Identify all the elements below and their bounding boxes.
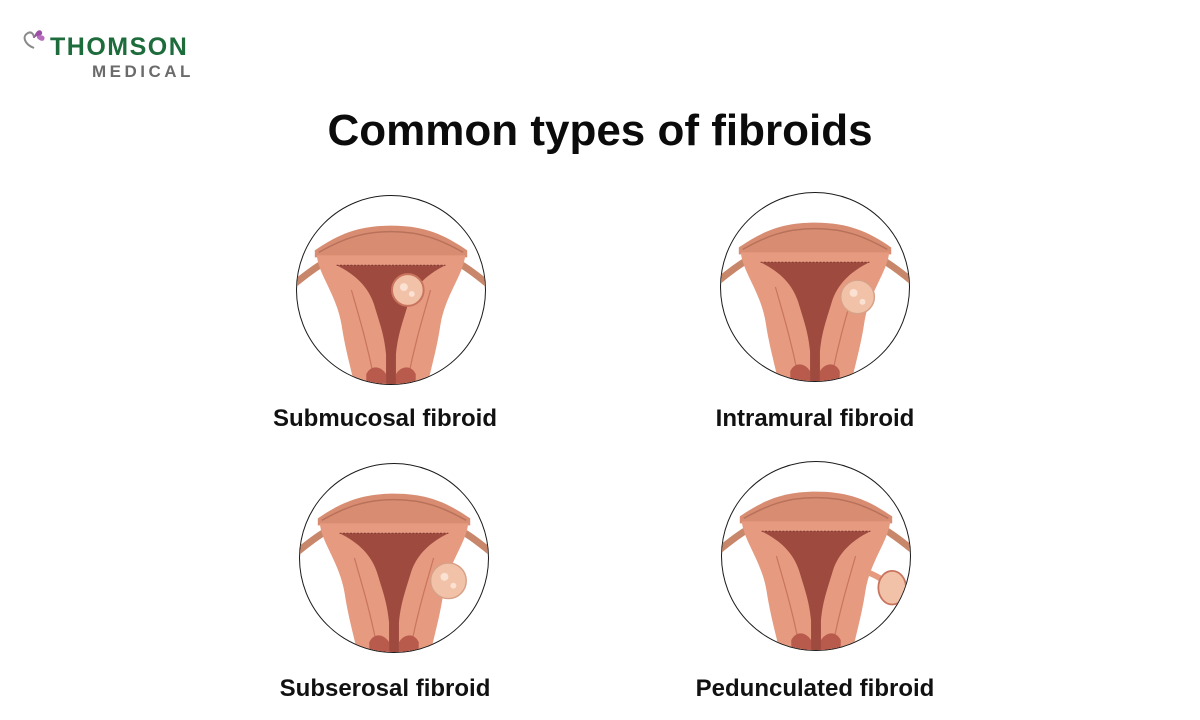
label-intramural-fibroid: Intramural fibroid <box>715 405 915 432</box>
butterfly-heart-icon <box>23 30 45 49</box>
page-title: Common types of fibroids <box>327 106 873 155</box>
label-subserosal-fibroid: Subserosal fibroid <box>279 675 491 702</box>
illustration-pedunculated-fibroid <box>721 461 911 651</box>
label-submucosal-fibroid: Submucosal fibroid <box>272 405 498 432</box>
illustration-subserosal-fibroid <box>299 463 489 653</box>
illustration-intramural-fibroid <box>720 192 910 382</box>
brand-name-bottom: MEDICAL <box>92 62 194 81</box>
brand-name-top: THOMSON <box>50 33 189 61</box>
brand-logo[interactable]: THOMSON MEDICAL <box>20 26 220 86</box>
illustration-submucosal-fibroid <box>296 195 486 385</box>
label-pedunculated-fibroid: Pedunculated fibroid <box>695 675 935 702</box>
